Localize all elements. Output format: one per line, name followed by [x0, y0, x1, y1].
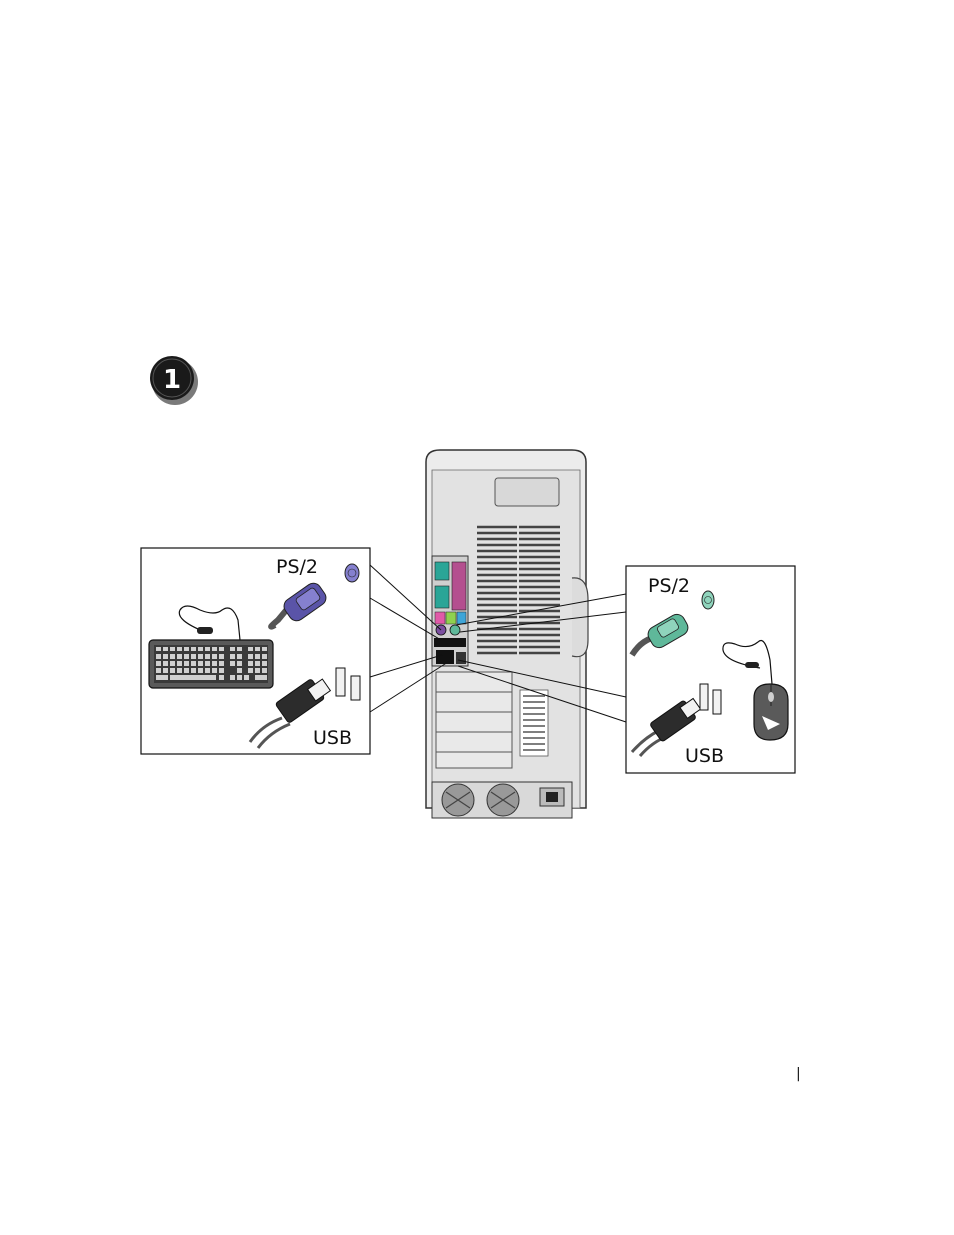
right-callout: PS/2 USB: [626, 566, 795, 773]
serial-port-2: [435, 586, 449, 608]
left-ps2-label: PS/2: [276, 556, 318, 578]
network-port: [456, 652, 466, 664]
right-usb-label: USB: [685, 745, 724, 767]
serial-port: [435, 562, 449, 580]
io-panel: [432, 556, 468, 666]
power-supply: [432, 782, 572, 818]
parallel-port: [452, 562, 466, 610]
left-callout: PS/2: [141, 548, 370, 754]
computer-tower: [426, 450, 588, 818]
step-number: 1: [163, 365, 181, 395]
expansion-slots: [436, 672, 512, 768]
usb-ports: [436, 650, 454, 664]
left-usb-label: USB: [313, 727, 352, 749]
step-badge: 1: [150, 356, 198, 405]
right-ps2-label: PS/2: [648, 575, 690, 597]
page-marker: |: [796, 1066, 801, 1082]
tower-top-panel: [495, 478, 559, 506]
ps2-mouse-port: [450, 625, 460, 635]
